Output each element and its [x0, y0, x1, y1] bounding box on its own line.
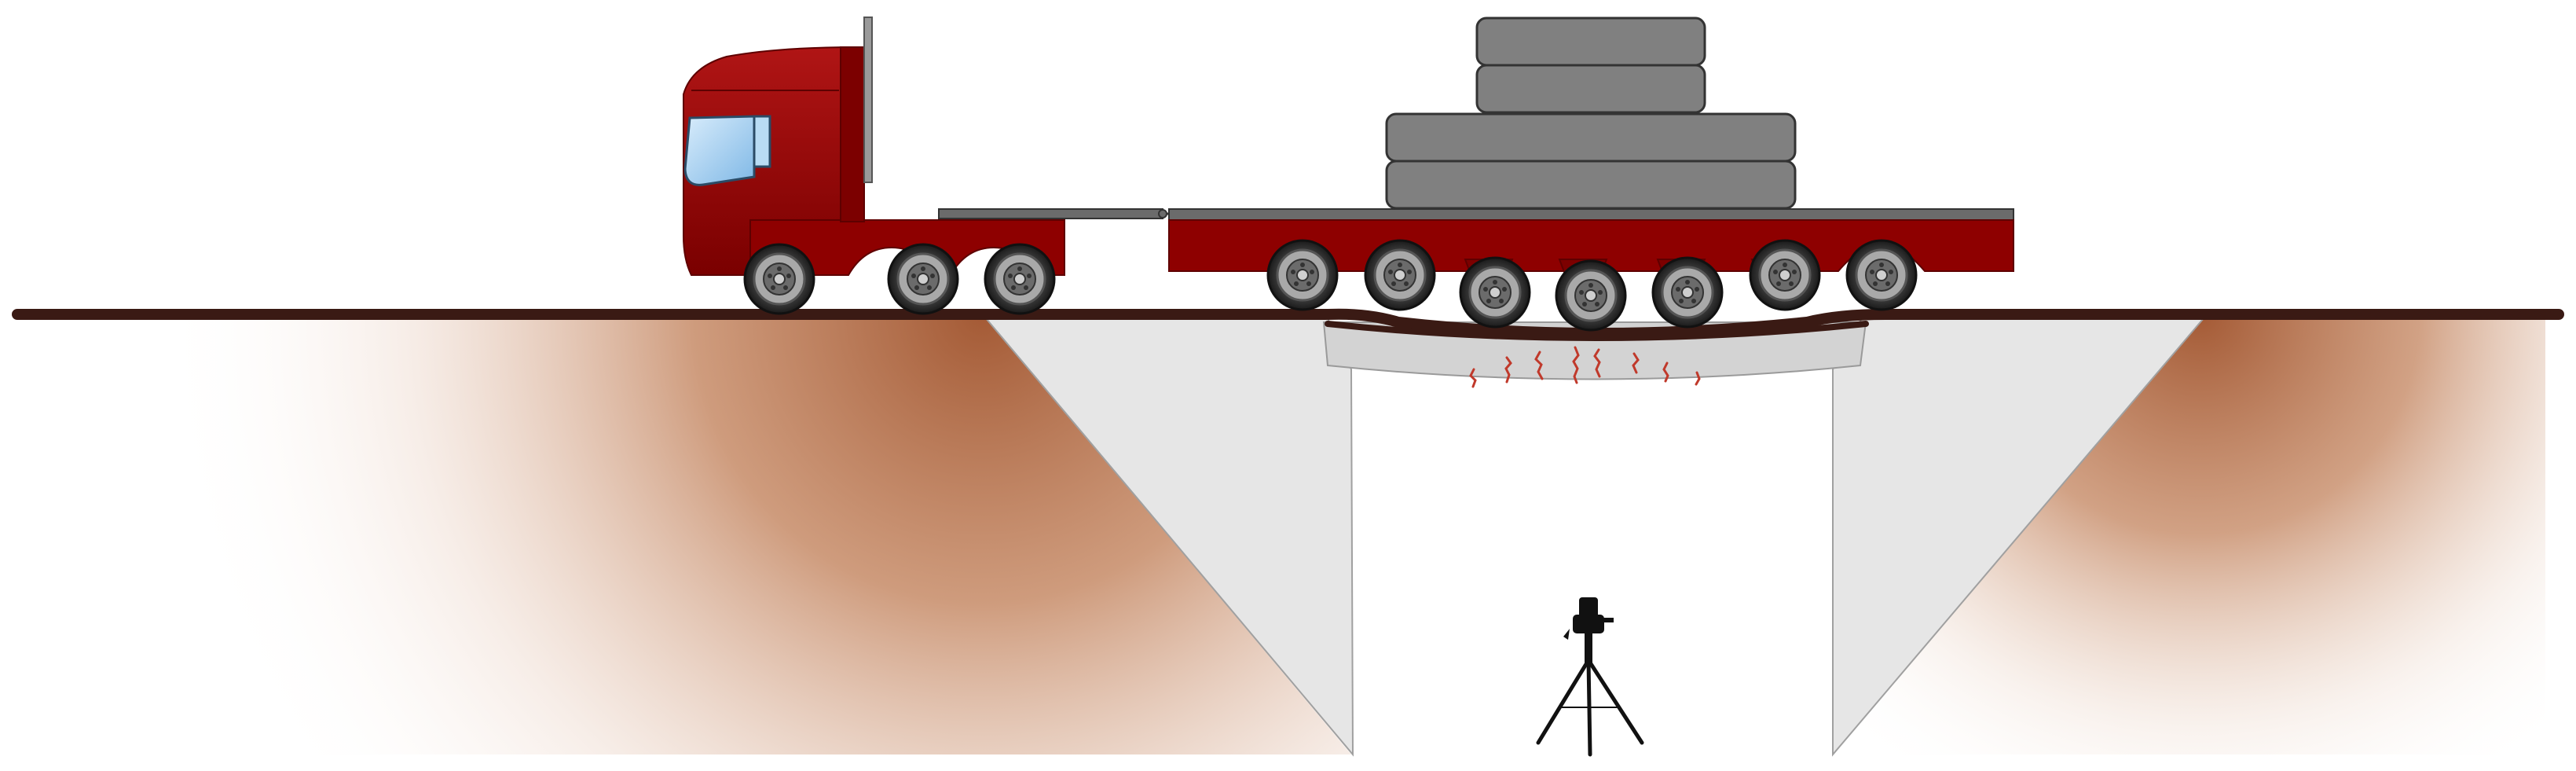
ground-road [12, 308, 2564, 339]
cargo-slabs [1385, 17, 1797, 210]
gooseneck-coupling [938, 208, 1163, 219]
soil-right [1830, 313, 2545, 754]
deflected-road [1325, 321, 1869, 341]
camera-tripod [1536, 597, 1644, 757]
exhaust-stack [863, 17, 873, 183]
truck-cab [683, 46, 865, 276]
truck-tractor [683, 17, 1174, 315]
deck-cracks [1469, 346, 1701, 388]
truck-window [683, 115, 756, 186]
soil-left [71, 313, 1351, 754]
